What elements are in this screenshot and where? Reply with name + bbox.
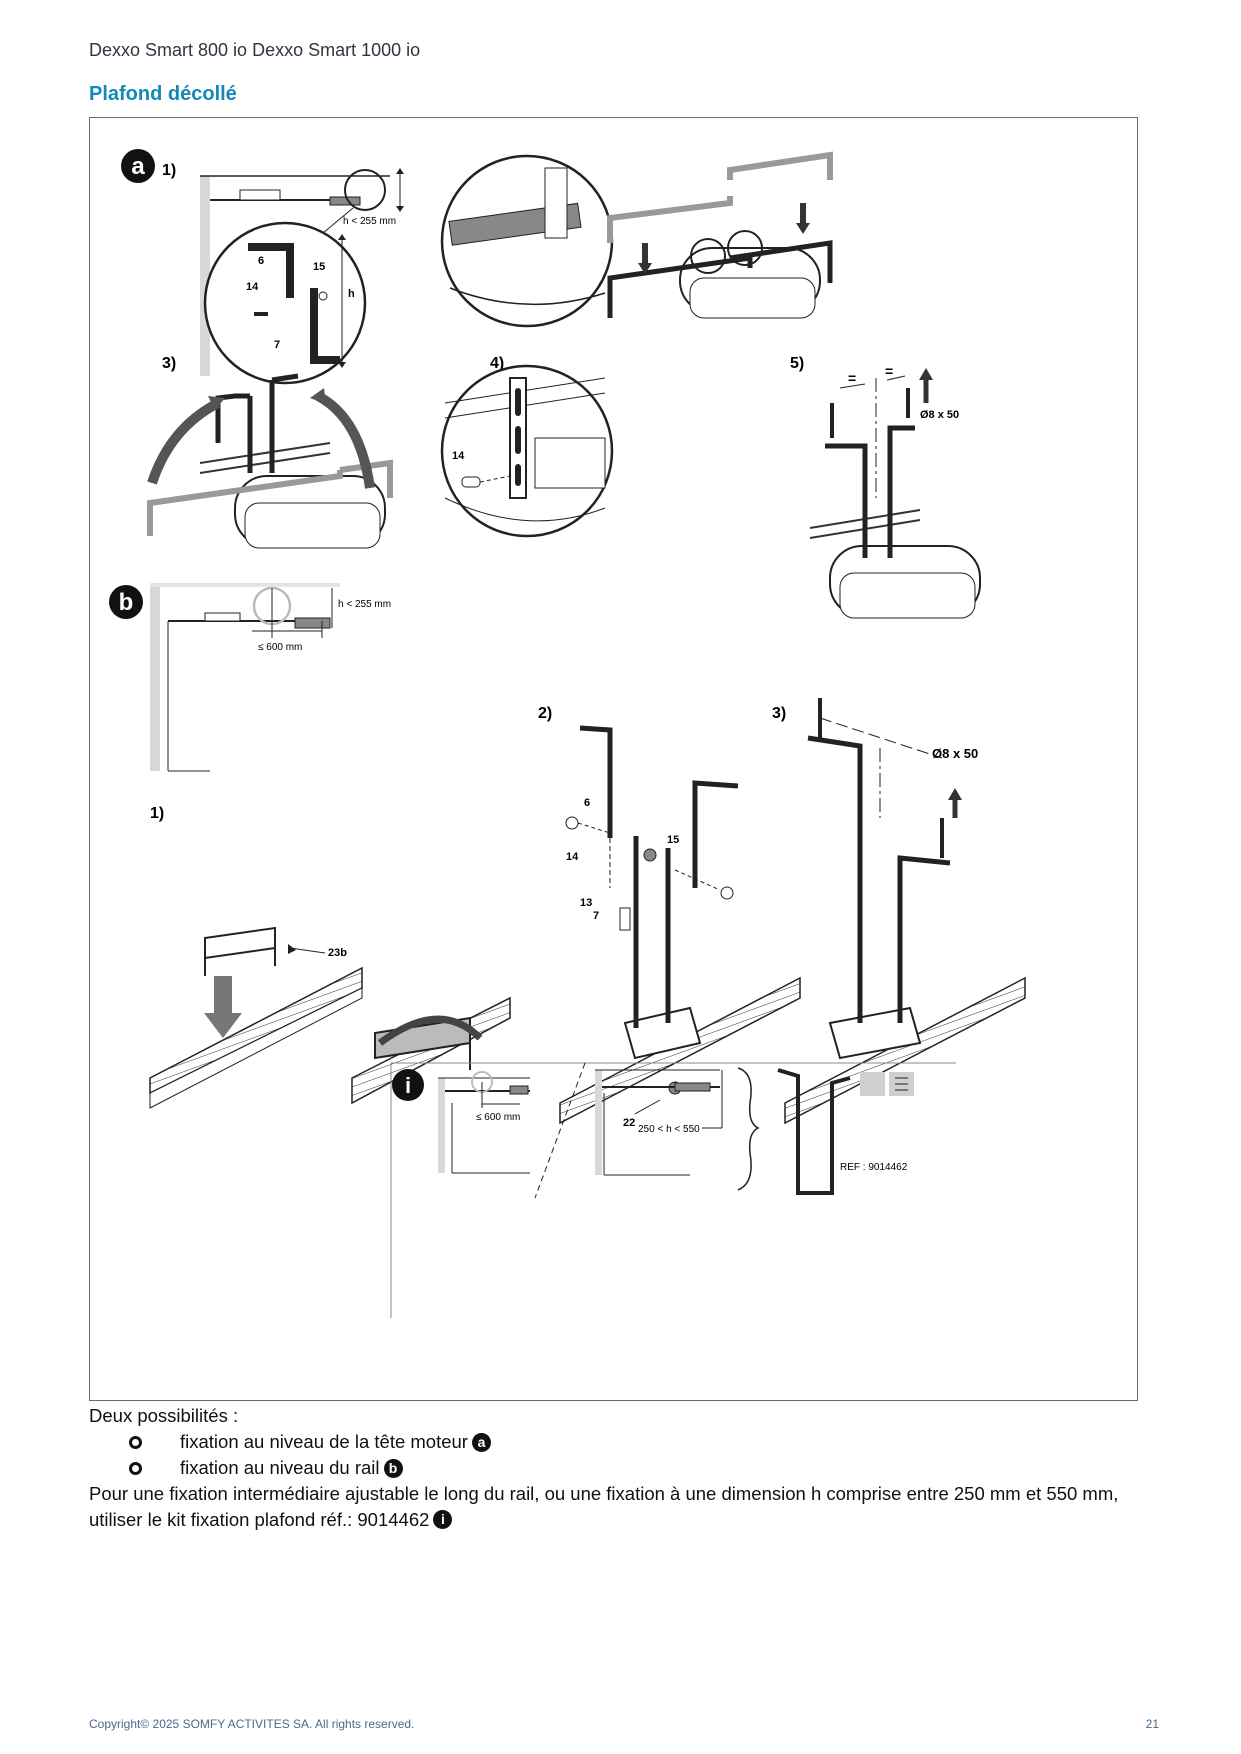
dim-h-a: h < 255 mm [343,216,396,227]
part-6: 6 [258,255,264,267]
dim-600-info: ≤ 600 mm [476,1112,520,1123]
page-number: 21 [1145,1717,1159,1731]
diagram-b1: 23b [149,926,511,1109]
bullet-text: fixation au niveau du rail [180,1457,380,1478]
screw-b3: Ø8 x 50 [932,746,978,761]
step-b2-label: 2) [538,705,552,722]
bullet-item: fixation au niveau du rail b [89,1455,1164,1481]
step-b3-label: 3) [772,705,786,722]
diagram-a4: 14 [440,364,614,538]
badge-b: b [109,585,143,619]
body-text: Deux possibilités : fixation au niveau d… [89,1403,1164,1533]
diagram-a2 [440,151,833,328]
ref-code: REF : 9014462 [840,1162,908,1173]
badge-info: i [392,1069,424,1101]
step-a5-label: 5) [790,355,804,372]
dim-600-b: ≤ 600 mm [258,642,302,653]
footer-copyright: Copyright© 2025 SOMFY ACTIVITES SA. All … [89,1717,415,1731]
part-b-6: 6 [584,797,590,809]
dim-h-b: h < 255 mm [338,599,391,610]
intro-text: Deux possibilités : [89,1405,239,1426]
svg-text:i: i [405,1073,411,1098]
svg-text:=: = [848,370,856,386]
badge-a: a [121,149,155,183]
screw-a5: Ø8 x 50 [920,409,959,421]
part-b-7: 7 [593,910,599,922]
step-a4-label: 4) [490,355,504,372]
diagram-a1: h < 255 mm h 6 15 14 7 [200,168,404,385]
section-title: Plafond décollé [89,83,237,105]
bullet-text: fixation au niveau de la tête moteur [180,1431,468,1452]
part-b-22: 22 [623,1117,635,1129]
badge-a-icon: a [471,1432,491,1452]
part-14: 14 [246,281,259,293]
part-b-15: 15 [667,834,679,846]
diagram-a3 [147,373,393,549]
illustration-frame: a 1) h < 255 mm h 6 15 14 7 2) [89,117,1138,1401]
part-15: 15 [313,261,325,273]
document-header: Dexxo Smart 800 io Dexxo Smart 1000 io [89,40,421,60]
part-b-13: 13 [580,897,592,909]
dim-range-info: 250 < h < 550 [638,1124,700,1135]
diagram-info: ≤ 600 mm 250 < h < 550 REF : 9014462 [438,1062,914,1199]
svg-text:b: b [119,589,134,616]
diagram-b2: 6 15 14 13 7 22 [559,725,801,1129]
part-7: 7 [274,339,280,351]
bullet-item: fixation au niveau de la tête moteur a [89,1429,1164,1455]
paragraph: Pour une fixation intermédiaire ajustabl… [89,1481,1164,1533]
diagram-b-overview: h < 255 mm ≤ 600 mm [150,583,391,772]
part-b-14: 14 [566,851,579,863]
bullet-icon [129,1435,142,1449]
installation-illustration: a 1) h < 255 mm h 6 15 14 7 2) [109,149,1026,1318]
part-a4-14: 14 [452,450,465,462]
badge-b-icon: b [383,1458,403,1478]
dim-h-letter: h [348,288,355,300]
diagram-a5: = = Ø8 x 50 [809,363,981,619]
bullet-icon [129,1461,142,1475]
diagram-b3: Ø8 x 50 [784,698,1026,1125]
paragraph-text: Pour une fixation intermédiaire ajustabl… [89,1483,1119,1530]
svg-text:=: = [885,363,893,379]
svg-text:a: a [131,153,145,180]
part-23b: 23b [328,947,347,959]
step-b1-label: 1) [150,805,164,822]
step-a1-label: 1) [162,162,176,179]
step-a3-label: 3) [162,355,176,372]
info-badge-icon: i [433,1509,453,1529]
